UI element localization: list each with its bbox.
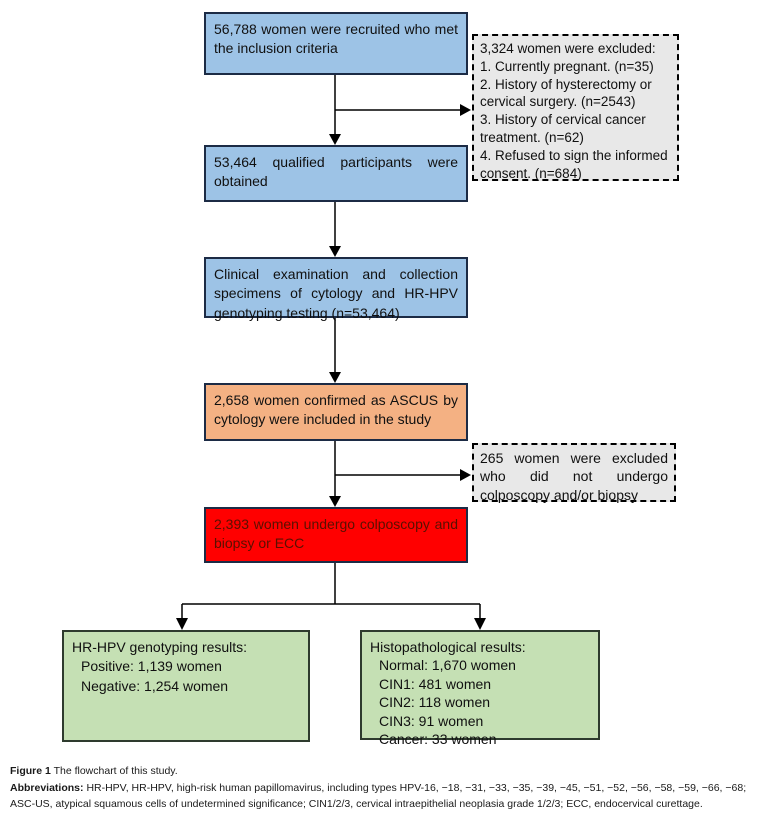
excluded-1-item: 1. Currently pregnant. (n=35) (480, 58, 654, 74)
hpv-results-title: HR-HPV genotyping results: (72, 639, 248, 655)
histo-results-item: CIN1: 481 women (379, 675, 492, 692)
figure-title: The flowchart of this study. (53, 765, 178, 777)
excluded-1-item: 2. History of hysterectomy or cervical s… (480, 76, 652, 110)
histo-results-title: Histopathological results: (370, 639, 526, 655)
box-clinical: Clinical examination and collection spec… (204, 257, 468, 321)
arrowhead-down-left-green (176, 618, 188, 630)
box-colposcopy: 2,393 women undergo colposcopy and biops… (204, 507, 468, 563)
hpv-results-item: Negative: 1,254 women (81, 677, 229, 694)
box-histo-results: Histopathological results: Normal: 1,670… (360, 630, 600, 747)
flow-connectors (176, 75, 486, 630)
box-hpv-results: HR-HPV genotyping results: Positive: 1,1… (62, 630, 310, 742)
box-excluded-1: 3,324 women were excluded: 1. Currently … (472, 34, 679, 181)
box-ascus: 2,658 women confirmed as ASCUS by cytolo… (204, 383, 468, 441)
arrowhead-down-3 (329, 372, 341, 383)
hpv-results-item: Positive: 1,139 women (81, 658, 222, 675)
figure-label: Figure 1 (10, 765, 51, 777)
abbreviations-label: Abbreviations: (10, 781, 84, 794)
arrowhead-down-right-green (474, 618, 486, 630)
abbreviations-text: HR-HPV, HR-HPV, high-risk human papillom… (10, 781, 747, 810)
arrowhead-right-1 (460, 104, 471, 116)
figure-caption: Figure 1 The flowchart of this study. Ab… (10, 764, 752, 812)
box-qualified: 53,464 qualified participants were obtai… (204, 145, 468, 202)
box-excluded-2: 265 women were excluded who did not unde… (472, 443, 676, 503)
arrowhead-down-1 (329, 134, 341, 145)
histo-results-item: Normal: 1,670 women (379, 657, 516, 674)
excluded-1-item: 3. History of cervical cancer treatment.… (480, 112, 646, 146)
histo-results-item: CIN2: 118 women (379, 694, 491, 711)
arrowhead-down-4 (329, 496, 341, 507)
box-recruited: 56,788 women were recruited who met the … (204, 12, 468, 75)
excluded-1-title: 3,324 women were excluded: (480, 41, 656, 56)
histo-results-item: Cancer: 33 women (379, 731, 497, 748)
histo-results-item: CIN3: 91 women (379, 712, 484, 729)
arrowhead-down-2 (329, 246, 341, 257)
arrowhead-right-2 (460, 469, 471, 481)
excluded-1-item: 4. Refused to sign the informed consent.… (480, 147, 668, 181)
